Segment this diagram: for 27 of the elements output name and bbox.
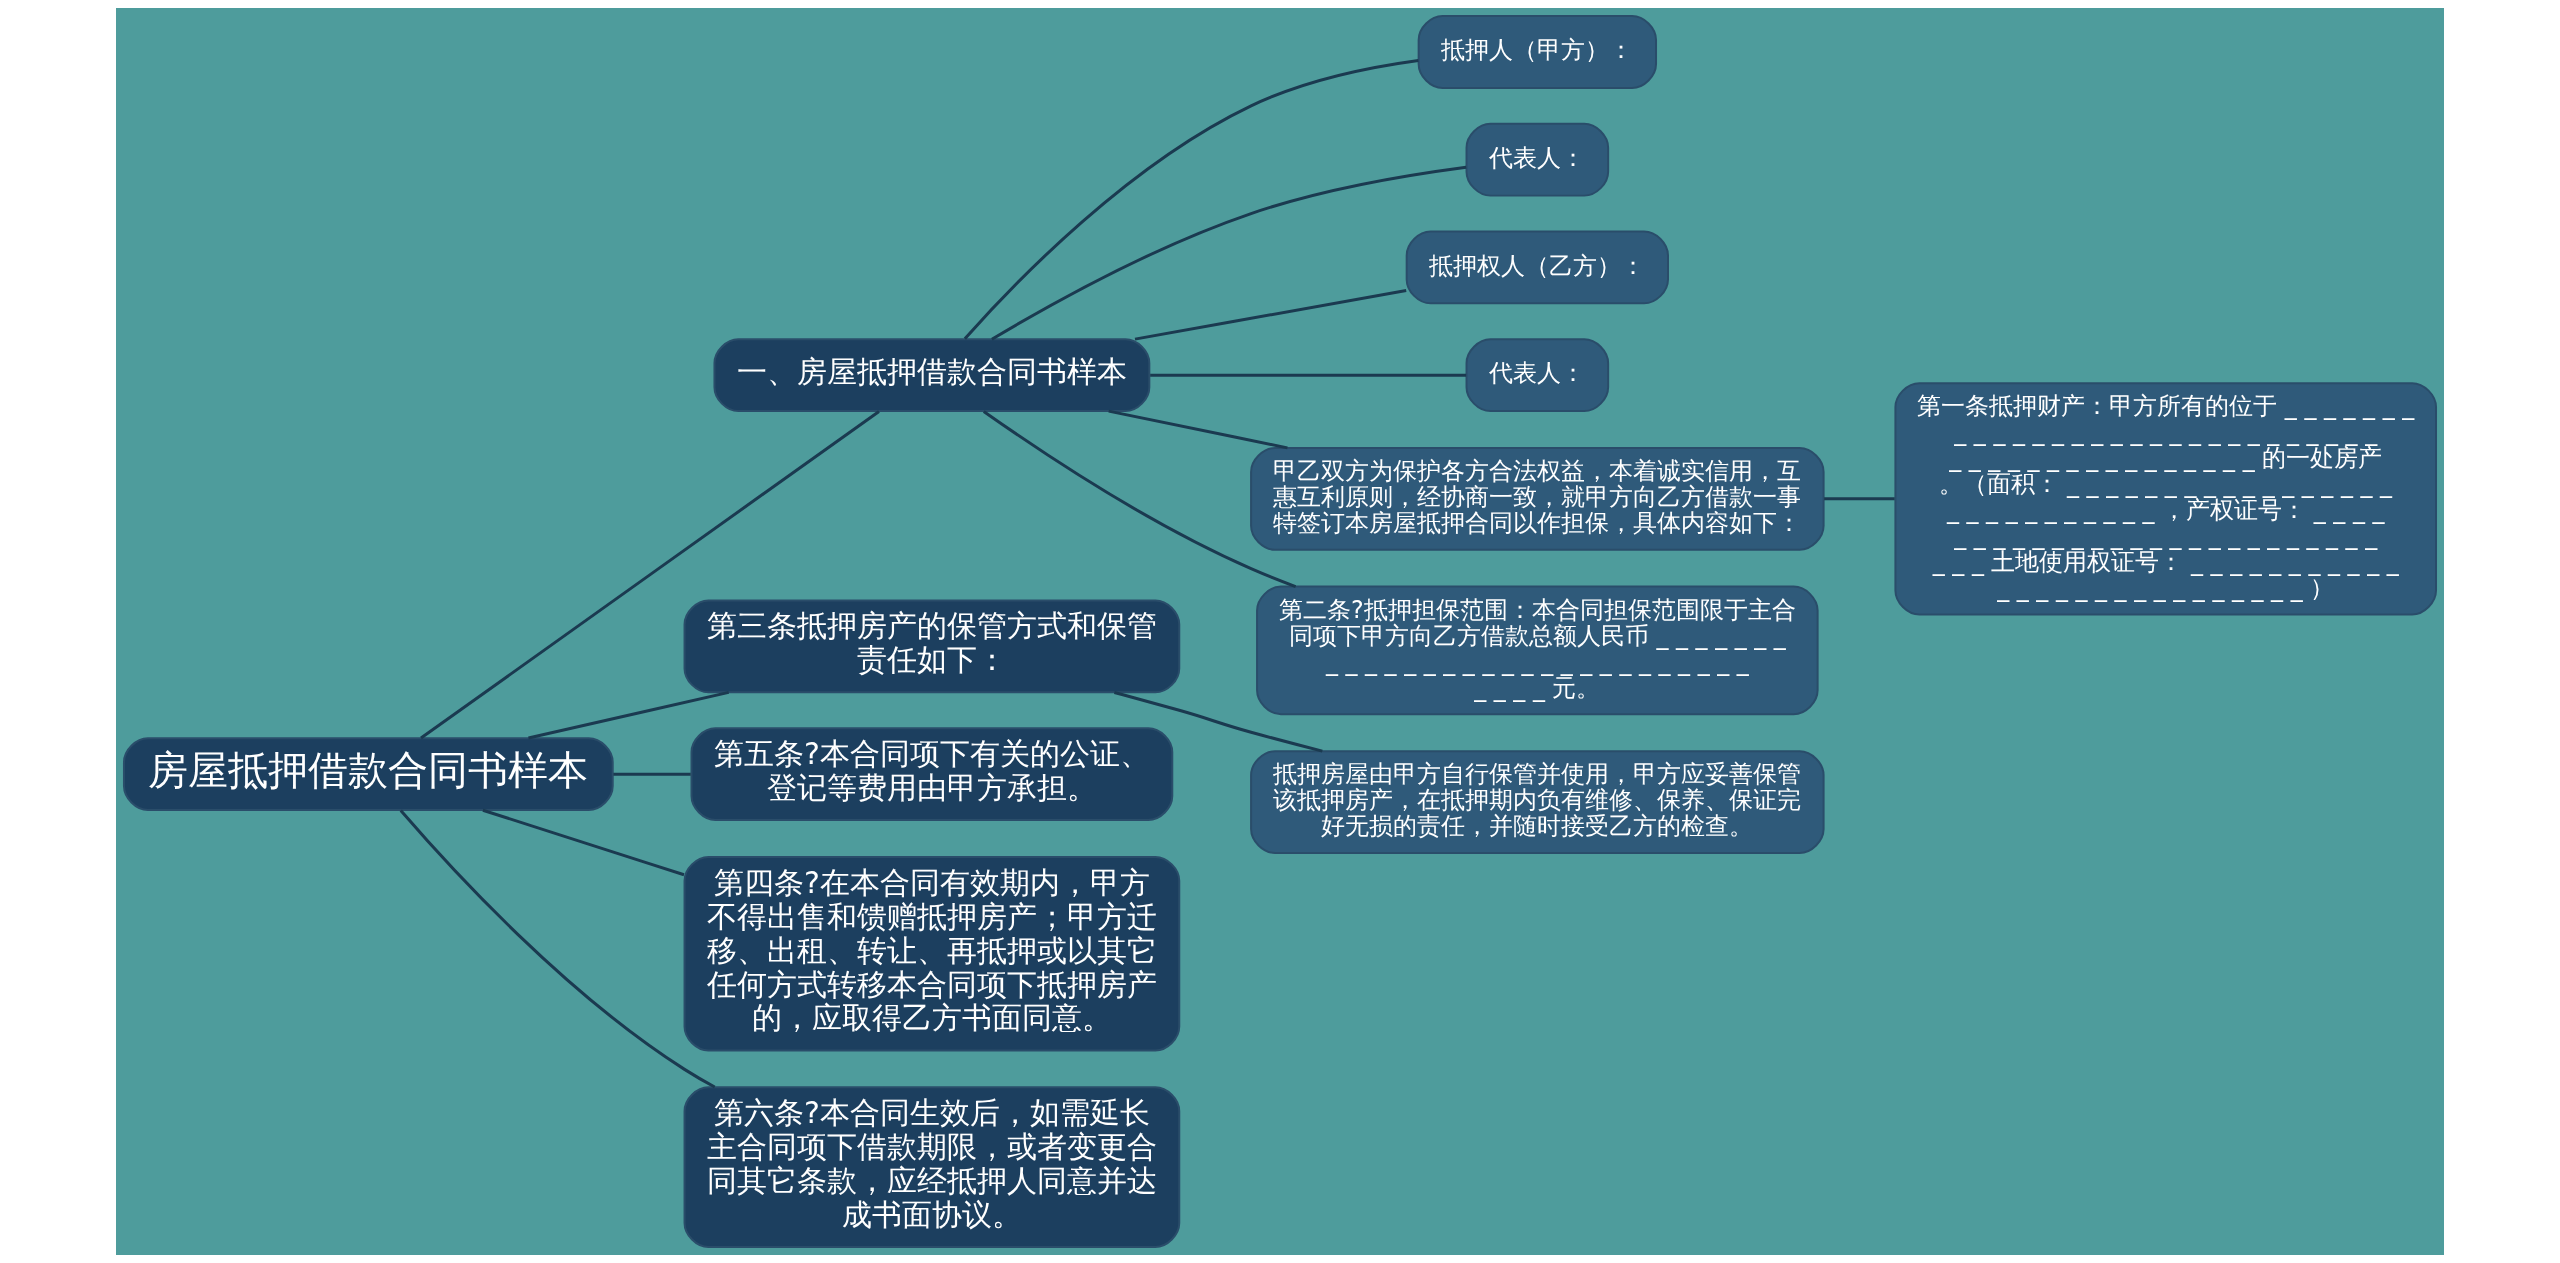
connector bbox=[482, 808, 685, 877]
connector bbox=[399, 809, 716, 1089]
node-box: 第四条?在本合同有效期内，甲方不得出售和馈赠抵押房产；甲方迁移、出租、转让、再抵押或以其它任何方式转移本合同项下抵押房产的，应取得乙方书面同意。 bbox=[683, 855, 1181, 1052]
node-box: 第五条?本合同项下有关的公证、登记等费用由甲方承担。 bbox=[690, 727, 1174, 821]
connector bbox=[528, 690, 730, 740]
node-box: 代表人： bbox=[1465, 122, 1610, 197]
node-box: 第三条抵押房产的保管方式和保管责任如下： bbox=[683, 599, 1181, 694]
node-box: 代表人： bbox=[1465, 338, 1610, 413]
node-box: 第二条?抵押担保范围：本合同担保范围限于主合同项下甲方向乙方借款总额人民币 _ _ _ _ _ _ _ _ _ _ _ _ _ _ _ _ _ _ _ _ _ _ _ _ _ _ _ _ _ _ _ _ _ 元。 bbox=[1256, 585, 1819, 716]
node-box: 抵押房屋由甲方自行保管并使用，甲方应妥善保管该抵押房产，在抵押期内负有维修、保养、保证完好无损的责任，并随时接受乙方的检查。 bbox=[1250, 750, 1825, 854]
connector bbox=[1824, 497, 1895, 501]
connector bbox=[420, 410, 880, 740]
node-box: 房屋抵押借款合同书样本 bbox=[123, 737, 614, 812]
connector bbox=[1114, 691, 1323, 753]
connector bbox=[1108, 409, 1288, 450]
connector bbox=[991, 165, 1467, 341]
node-box: 甲乙双方为保护各方合法权益，本着诚实信用，互惠互利原则，经协商一致，就甲方向乙方借款一事特签订本房屋抵押合同以作担保，具体内容如下： bbox=[1250, 446, 1825, 551]
connector bbox=[982, 410, 1297, 588]
node-box: 第一条抵押财产：甲方所有的位于 _ _ _ _ _ _ _ _ _ _ _ _ _ _ _ _ _ _ _ _ _ _ _ _ _ _ _ _ _ _ _ _ _ _ _ _ _ _ _ _ _ _ _ _ _ 的一处房产。（面积： _ _ _ _ _ _ _ _ _ _ _ _ _ _ _ _ _ _ _ _ _ _ _ _ _ _ _ _ ，产权证号： _ _ _ _ _ _ _ _ _ _ _ _ _ _ _ _ _ _ _ _ _ _ _ _ _ _ _ _ _ 土地使用权证号： _ _ _ _ _ _ _ _ _ _ _ _ _ _ _ _ _ _ _ _ _ _ _ _ _ _ _ ） bbox=[1894, 382, 2437, 616]
node-box: 第六条?本合同生效后，如需延长主合同项下借款期限，或者变更合同其它条款，应经抵押人同意并达成书面协议。 bbox=[683, 1086, 1181, 1248]
connector bbox=[1134, 289, 1407, 341]
node-box: 一、房屋抵押借款合同书样本 bbox=[713, 338, 1151, 413]
node-box: 抵押权人（乙方）： bbox=[1405, 230, 1669, 305]
connector bbox=[963, 58, 1419, 340]
connector bbox=[1150, 373, 1467, 377]
node-box: 抵押人（甲方）： bbox=[1417, 15, 1658, 89]
connector bbox=[613, 772, 691, 776]
